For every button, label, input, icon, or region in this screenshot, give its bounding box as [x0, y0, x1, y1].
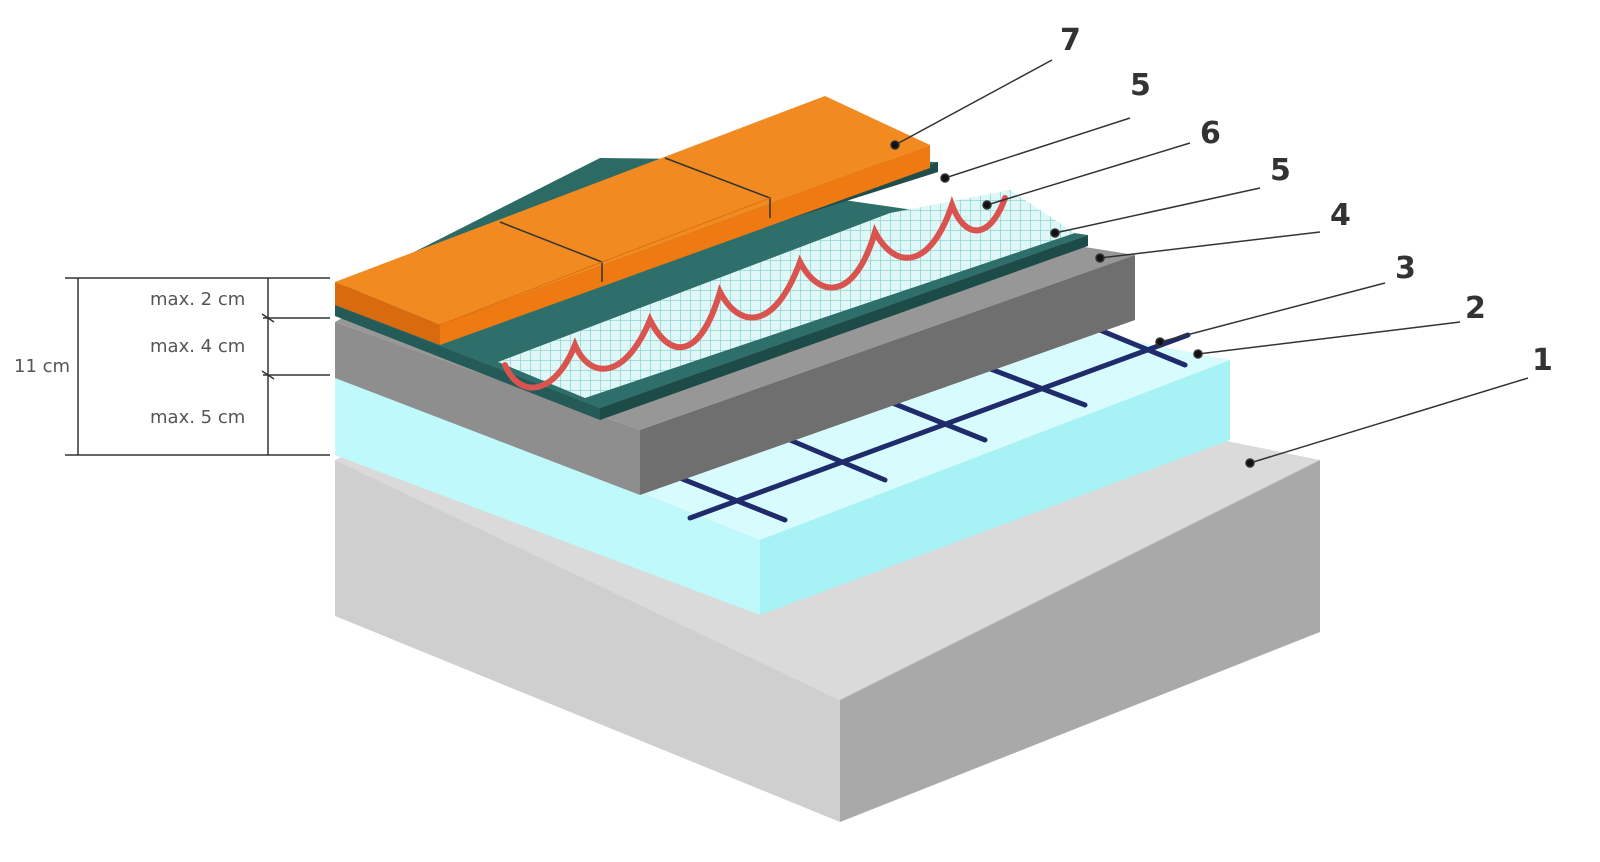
heating-cable [502, 195, 1008, 391]
callout-3: 3 [1395, 251, 1416, 286]
dimension-top-label: max. 2 cm [150, 289, 245, 310]
callout-6: 6 [1200, 116, 1221, 151]
dimension-total-label: 11 cm [14, 356, 70, 377]
callout-5-lower: 5 [1270, 153, 1291, 188]
layer-6-heating-mat [498, 190, 1075, 398]
callout-2: 2 [1465, 291, 1486, 326]
callout-4: 4 [1330, 198, 1351, 233]
callout-5-upper: 5 [1130, 68, 1151, 103]
dimension-middle-label: max. 4 cm [150, 336, 245, 357]
callout-1: 1 [1532, 343, 1553, 378]
dimension-bottom-label: max. 5 cm [150, 407, 245, 428]
dimension-lines [65, 277, 330, 456]
callout-7: 7 [1060, 23, 1081, 58]
layer-3-reinforcement-mesh [657, 323, 1191, 523]
callout-leaders [890, 59, 1529, 468]
layer-7-tiles [335, 96, 930, 345]
